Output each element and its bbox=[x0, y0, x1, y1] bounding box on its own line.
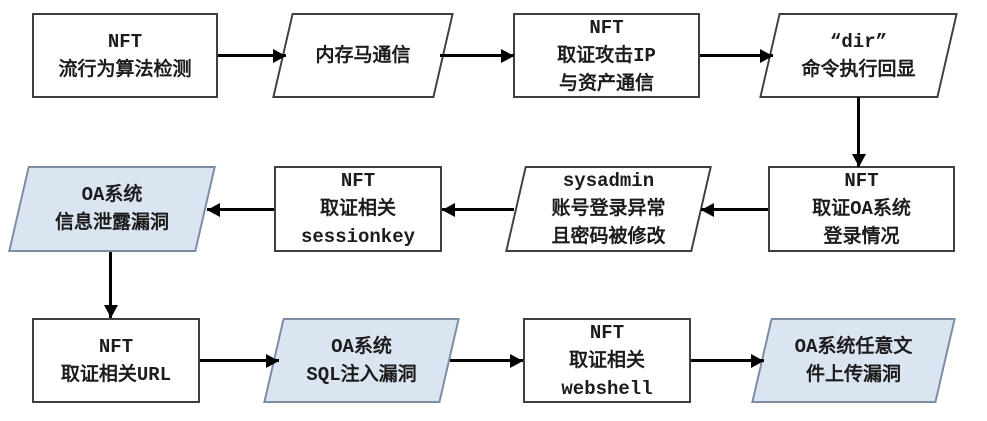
node-text-line: NFT bbox=[107, 30, 143, 53]
arrow-n3-n4 bbox=[700, 54, 773, 57]
node-text-line: NFT bbox=[340, 170, 376, 192]
node-nft-forensic-webshell: NFT 取证相关 webshell bbox=[523, 318, 691, 403]
arrow-n11-n12 bbox=[691, 359, 764, 362]
arrow-n9-n10 bbox=[200, 359, 279, 362]
arrow-n8-n9 bbox=[109, 252, 112, 318]
node-text-line: sessionkey bbox=[300, 226, 416, 248]
node-nft-forensic-attack-ip: NFT 取证攻击IP 与资产通信 bbox=[513, 13, 700, 98]
arrow-n4-n5 bbox=[857, 97, 860, 167]
node-text-line: 且密码被修改 bbox=[551, 226, 666, 248]
node-oa-file-upload-vuln: OA系统任意文 件上传漏洞 bbox=[751, 318, 956, 403]
node-text-line: OA系统 bbox=[81, 184, 143, 206]
node-text-line: 取证相关URL bbox=[60, 363, 172, 386]
node-sysadmin-login-anomaly: sysadmin 账号登录异常 且密码被修改 bbox=[505, 166, 712, 252]
arrow-n2-n3 bbox=[440, 54, 514, 57]
arrow-n5-n6 bbox=[701, 208, 768, 211]
node-oa-sql-injection-vuln: OA系统 SQL注入漏洞 bbox=[263, 318, 460, 403]
node-text-line: 流行为算法检测 bbox=[58, 58, 192, 81]
node-nft-traffic-behavior-detection: NFT 流行为算法检测 bbox=[32, 13, 218, 98]
arrow-n1-n2 bbox=[218, 54, 286, 57]
node-oa-info-leak-vuln: OA系统 信息泄露漏洞 bbox=[8, 166, 216, 252]
node-text-line: 件上传漏洞 bbox=[805, 363, 901, 386]
node-text-line: 取证攻击IP bbox=[557, 44, 656, 67]
node-text-line: NFT bbox=[98, 335, 134, 358]
node-text-line: 账号登录异常 bbox=[551, 198, 666, 220]
node-text-line: OA系统 bbox=[331, 335, 392, 358]
node-text-line: NFT bbox=[589, 321, 625, 344]
node-text-line: 登录情况 bbox=[823, 226, 900, 248]
node-text-line: “dir” bbox=[829, 30, 887, 53]
arrow-n6-n7 bbox=[442, 208, 514, 211]
node-text-line: 命令执行回显 bbox=[801, 58, 916, 81]
node-text-line: 取证相关 bbox=[568, 349, 645, 372]
node-memory-webshell-communication: 内存马通信 bbox=[272, 13, 454, 98]
node-text-line: 内存马通信 bbox=[315, 44, 411, 67]
node-text-line: 取证OA系统 bbox=[812, 198, 911, 220]
node-text-line: sysadmin bbox=[562, 170, 655, 192]
node-text-line: 信息泄露漏洞 bbox=[54, 212, 169, 234]
node-text-line: OA系统任意文 bbox=[794, 335, 913, 358]
node-text-line: NFT bbox=[844, 170, 879, 192]
node-text-line: SQL注入漏洞 bbox=[306, 363, 417, 386]
arrow-n10-n11 bbox=[450, 359, 523, 362]
node-nft-forensic-sessionkey: NFT 取证相关 sessionkey bbox=[274, 166, 442, 252]
node-text-line: 取证相关 bbox=[319, 198, 396, 220]
node-nft-forensic-oa-login: NFT 取证OA系统 登录情况 bbox=[768, 166, 955, 252]
node-dir-command-echo: “dir” 命令执行回显 bbox=[759, 13, 958, 98]
node-text-line: webshell bbox=[561, 377, 653, 400]
node-nft-forensic-url: NFT 取证相关URL bbox=[32, 318, 200, 403]
arrow-n7-n8 bbox=[207, 208, 274, 211]
node-text-line: NFT bbox=[589, 16, 624, 39]
node-text-line: 与资产通信 bbox=[558, 72, 654, 95]
